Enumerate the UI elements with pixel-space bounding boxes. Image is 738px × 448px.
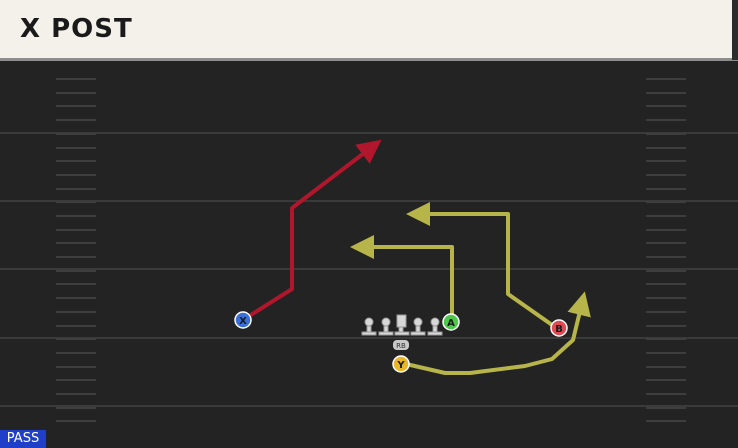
receiver-b[interactable]: B — [550, 319, 568, 337]
svg-text:A: A — [447, 318, 455, 329]
receiver-a[interactable]: A — [442, 313, 460, 331]
receiver-x[interactable]: X — [234, 311, 252, 329]
route-x-post — [244, 139, 382, 320]
hash-marks-right — [646, 78, 686, 422]
offensive-line — [361, 314, 443, 336]
route-y-wheel — [405, 291, 591, 375]
lineman-icon — [378, 317, 394, 336]
hash-marks-left — [56, 78, 96, 422]
lineman-icon — [361, 317, 377, 336]
route-b-corner — [406, 202, 557, 329]
title-bar: X POST — [0, 0, 738, 60]
center-icon — [394, 314, 410, 336]
play-title: X POST — [20, 14, 133, 44]
svg-text:X: X — [239, 316, 247, 327]
play-type-badge: PASS — [0, 430, 46, 448]
route-a-out — [350, 235, 454, 318]
svg-text:B: B — [555, 324, 563, 335]
running-back: RB — [393, 340, 409, 350]
receiver-y[interactable]: Y — [392, 355, 410, 373]
lineman-icon — [410, 317, 426, 336]
lineman-icon — [427, 317, 443, 336]
svg-text:Y: Y — [396, 360, 405, 371]
svg-text:RB: RB — [396, 342, 406, 350]
yard-lines — [0, 132, 738, 407]
